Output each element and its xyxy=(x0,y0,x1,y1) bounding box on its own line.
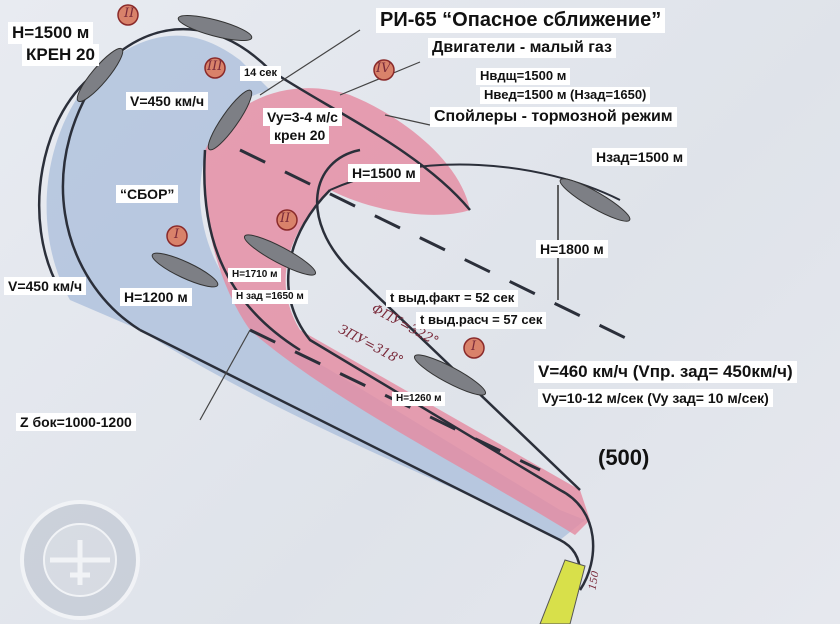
speed-label: V=460 км/ч (Vпр. зад= 450км/ч) xyxy=(534,361,797,383)
engines-label: Двигатели - малый газ xyxy=(428,38,616,59)
stage-badges xyxy=(117,4,485,359)
aircraft-icon xyxy=(76,47,124,103)
pink-zone xyxy=(204,88,590,536)
aircraft-icons xyxy=(76,14,631,396)
aircraft-icon xyxy=(207,89,253,151)
stage-3-marker: III xyxy=(207,59,223,74)
stage-4-marker: IV xyxy=(376,61,391,76)
bank-label: крен 20 xyxy=(270,126,330,145)
altitude-label: H=1260 м xyxy=(392,392,446,406)
aircraft-icon xyxy=(243,234,317,276)
crew-logo xyxy=(20,500,140,620)
spoilers-label: Спойлеры - тормозной режим xyxy=(430,107,677,128)
stage-2-marker: II xyxy=(280,211,291,226)
runway xyxy=(539,559,586,624)
speed-label: V=450 км/ч xyxy=(4,277,87,296)
stage-1-marker: I xyxy=(174,227,180,242)
lateral-offset-label: Z бок=1000-1200 xyxy=(16,413,136,432)
aircraft-icon xyxy=(177,14,253,42)
stage-1-marker: I xyxy=(471,339,477,354)
altitude-label: H=1500 м xyxy=(348,164,420,183)
time-label: t выд.расч = 57 сек xyxy=(416,312,547,329)
page-title: РИ-65 “Опасное сближение” xyxy=(376,8,666,33)
vertical-speed-label: Vy=3-4 м/с xyxy=(263,108,342,127)
altitude-label: H=1800 м xyxy=(536,240,608,259)
vertical-speed-label: Vy=10-12 м/сек (Vy зад= 10 м/сек) xyxy=(538,389,773,408)
altitude-label: Нзад=1500 м xyxy=(592,148,688,167)
stage-2-marker: II xyxy=(124,6,135,21)
altitude-label: Нвед=1500 м (Нзад=1650) xyxy=(480,87,651,104)
altitude-label: H=1500 м xyxy=(8,22,94,44)
altitude-label: H зад =1650 м xyxy=(232,290,308,304)
altitude-label: Нвдщ=1500 м xyxy=(476,68,571,85)
time-label: t выд.факт = 52 сек xyxy=(386,290,519,307)
altitude-label: H=1200 м xyxy=(120,288,192,307)
time-label: 14 сек xyxy=(240,66,282,81)
distance-label: (500) xyxy=(598,445,650,470)
bank-label: КРЕН 20 xyxy=(22,44,99,66)
altitude-label: H=1710 м xyxy=(228,268,282,282)
aircraft-icon xyxy=(413,354,487,396)
aircraft-icon xyxy=(151,252,219,288)
speed-label: V=450 км/ч xyxy=(126,92,209,111)
sbor-label: “СБОР” xyxy=(116,185,179,204)
aircraft-icon xyxy=(559,178,631,222)
blue-zone xyxy=(46,35,585,540)
